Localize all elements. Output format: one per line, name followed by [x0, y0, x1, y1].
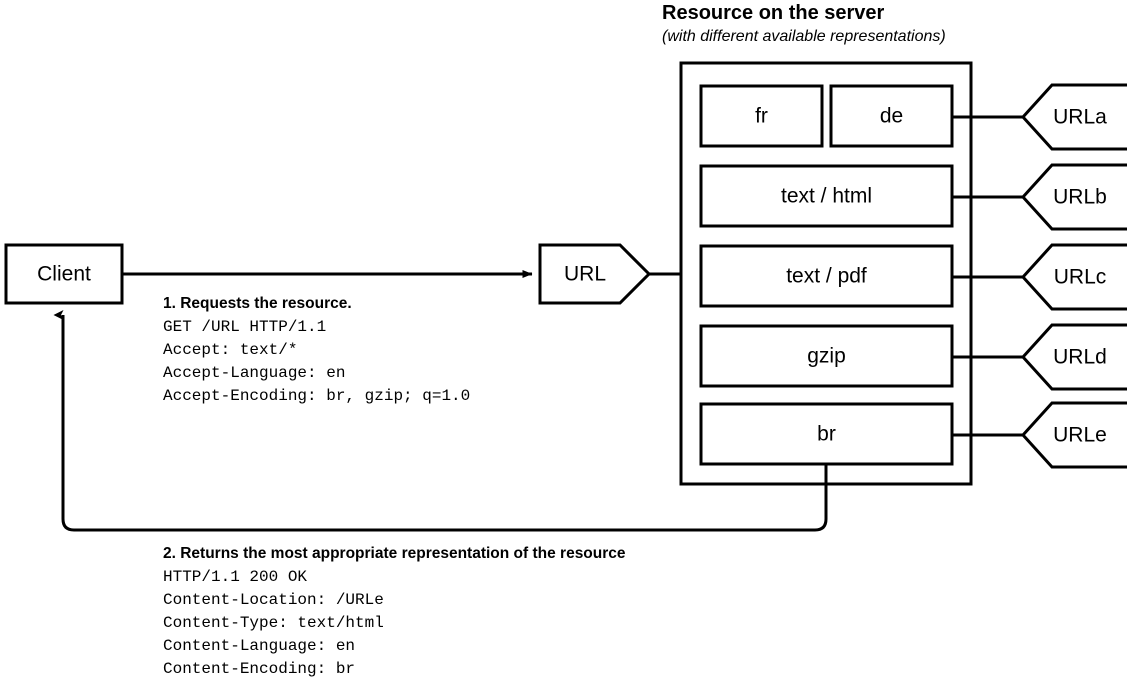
representation-box-text-pdf — [699, 244, 954, 308]
representation-gzip[interactable]: gzip — [699, 324, 954, 388]
url-tag-urld[interactable]: URLd — [1020, 323, 1127, 391]
representation-label-br: br — [817, 423, 836, 446]
url-tag-shape-urla — [1020, 83, 1127, 151]
url-tag-urle[interactable]: URLe — [1020, 401, 1127, 469]
representation-label-gzip: gzip — [807, 345, 846, 368]
representation-de[interactable]: de — [829, 84, 954, 148]
request-headers: GET /URL HTTP/1.1 Accept: text/* Accept-… — [163, 318, 471, 405]
url-tag-label-urlb: URLb — [1053, 186, 1107, 209]
server-panel-title: Resource on the server — [662, 2, 885, 24]
url-tag-label-urle: URLe — [1053, 424, 1107, 447]
representation-text-html[interactable]: text / html — [699, 164, 954, 228]
client-node[interactable]: Client — [4, 243, 124, 305]
url-tag-label-urlc: URLc — [1054, 266, 1107, 289]
representation-box-gzip — [699, 324, 954, 388]
url-node[interactable]: URL — [538, 243, 652, 305]
representation-label-text-html: text / html — [781, 185, 872, 208]
server-panel-subtitle: (with different available representation… — [662, 28, 946, 45]
response-step-label: 2. Returns the most appropriate represen… — [163, 545, 626, 562]
response-arrow — [53, 310, 828, 532]
representation-label-de: de — [880, 105, 903, 128]
representation-label-fr: fr — [755, 105, 768, 128]
representation-box-br — [699, 402, 954, 466]
representation-box-fr — [699, 84, 824, 148]
url-tag-label-urld: URLd — [1053, 346, 1107, 369]
url-tag-shape-urle — [1020, 401, 1127, 469]
representation-text-pdf[interactable]: text / pdf — [699, 244, 954, 308]
url-tag-shape-urld — [1020, 323, 1127, 391]
representation-fr[interactable]: fr — [699, 84, 824, 148]
url-tag-shape-urlc — [1020, 243, 1127, 311]
url-tag-shape-urlb — [1020, 163, 1127, 231]
url-tag-label-urla: URLa — [1053, 106, 1107, 129]
response-headers: HTTP/1.1 200 OK Content-Location: /URLe … — [163, 568, 384, 678]
url-node-shape — [538, 243, 652, 305]
representation-label-text-pdf: text / pdf — [786, 265, 867, 288]
url-node-label: URL — [564, 263, 606, 286]
client-box — [4, 243, 124, 305]
representation-br[interactable]: br — [699, 402, 954, 466]
client-label: Client — [37, 263, 91, 286]
url-tag-urlb[interactable]: URLb — [1020, 163, 1127, 231]
representation-box-text-html — [699, 164, 954, 228]
url-tag-urla[interactable]: URLa — [1020, 83, 1127, 151]
url-tag-urlc[interactable]: URLc — [1020, 243, 1127, 311]
request-step-label: 1. Requests the resource. — [163, 295, 352, 312]
